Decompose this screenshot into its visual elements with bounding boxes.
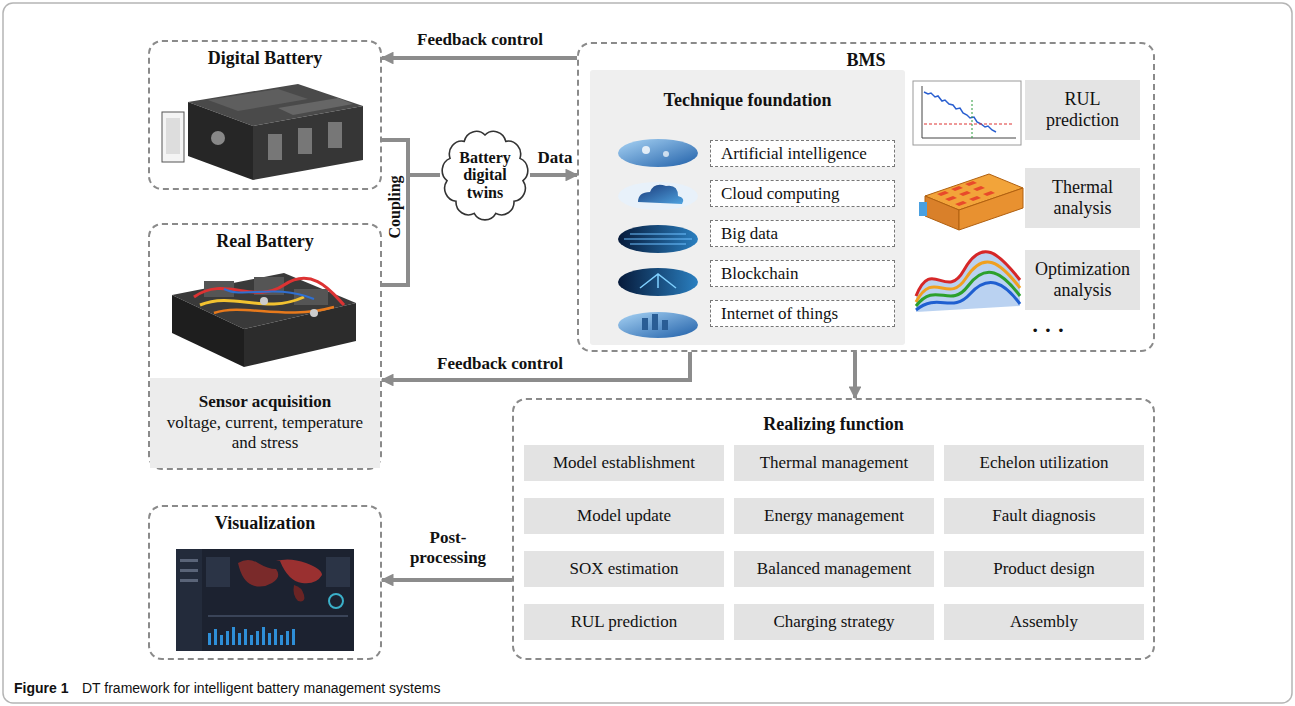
cloud-shape [442,131,528,220]
node-text: Sensor acquisition [199,392,331,412]
node-text: Realizing function [514,400,1153,435]
edge-label: Feedback control [415,30,545,50]
node-text: Thermal management [760,453,909,473]
node-text: Big data [721,224,778,244]
battery-pack-photo [164,255,364,373]
function-cell: Product design [944,551,1144,587]
function-cell: Fault diagnosis [944,498,1144,534]
function-cell: Balanced management [734,551,934,587]
optimization-surface [912,246,1024,316]
node-text: Technique foundation [590,70,905,111]
node-text: Charging strategy [773,612,894,632]
ellipsis-mark: · · · [1031,317,1064,343]
node-text: Battery digital twins [451,149,519,202]
connector-arrow [382,578,512,582]
function-cell: RUL prediction [524,604,724,640]
connector-arrow [382,352,690,380]
twin-cloud: Battery digital twins [437,125,533,225]
function-cell: SOX estimation [524,551,724,587]
connector-arrow [382,175,440,285]
function-cell: Charging strategy [734,604,934,640]
node-text: Assembly [1010,612,1078,632]
node-text: Balanced management [757,559,911,579]
technique-item: Artificial intelligence [710,140,895,167]
technique-icons [616,138,700,338]
node-text: Blockchain [721,264,798,284]
thermal-model [919,166,1029,236]
analysis-box: RUL prediction [1025,80,1140,140]
node-text: Thermal analysis [1031,177,1134,218]
node-text: Internet of things [721,304,838,324]
figure-caption: DT framework for intelligent battery man… [82,680,440,696]
technique-panel: Technique foundationArtificial intellige… [590,70,905,345]
node-text: BMS [579,44,1153,71]
node-text: SOX estimation [569,559,678,579]
function-cell: Model update [524,498,724,534]
technique-item: Big data [710,220,895,247]
function-cell: Assembly [944,604,1144,640]
node-text: Visualization [150,507,380,534]
component-box: Real BatterySensor acquisitionvoltage, c… [148,223,382,470]
sensor-band: Sensor acquisitionvoltage, current, temp… [150,378,380,468]
analysis-box: Optimization analysis [1025,250,1140,310]
node-text: Model update [577,506,671,526]
dashboard-screenshot [176,549,354,651]
node-text: Real Battery [150,225,380,252]
node-text: RUL prediction [1031,89,1134,130]
function-cell: Thermal management [734,445,934,481]
node-text: Energy management [764,506,904,526]
function-box: Realizing functionModel establishment The… [512,398,1155,660]
node-text: Model establishment [553,453,695,473]
connector-arrow [382,140,440,175]
edge-label: Post-processing [401,528,495,567]
battery-pack-render [158,72,372,184]
analysis-box: Thermal analysis [1025,168,1140,228]
node-text: Product design [993,559,1095,579]
node-text: Fault diagnosis [992,506,1095,526]
function-cell: Energy management [734,498,934,534]
function-cell: Echelon utilization [944,445,1144,481]
node-text: Echelon utilization [980,453,1109,473]
component-box: Visualization [148,505,382,660]
node-text: Optimization analysis [1031,259,1134,300]
node-body-text: voltage, current, temperature and stress [160,413,370,454]
connector-arrow [382,56,577,60]
function-cell: Model establishment [524,445,724,481]
technique-item: Cloud computing [710,180,895,207]
node-text: Digital Battery [150,42,380,69]
node-text: RUL prediction [571,612,678,632]
node-text: Artificial intelligence [721,144,867,164]
edge-label: Data [536,148,575,168]
technique-item: Internet of things [710,300,895,327]
technique-item: Blockchain [710,260,895,287]
component-box: Digital Battery [148,40,382,190]
rul-curve-plot [912,80,1022,146]
connector-arrow [530,173,577,177]
figure-number: Figure 1 [14,680,68,696]
connector-arrow [853,352,857,398]
coupling-label: Coupling [386,175,404,238]
edge-label: Feedback control [435,354,565,374]
system-box: BMS Technique foundationArtificial intel… [577,42,1155,352]
frame-border [3,3,1292,703]
node-text: Cloud computing [721,184,840,204]
